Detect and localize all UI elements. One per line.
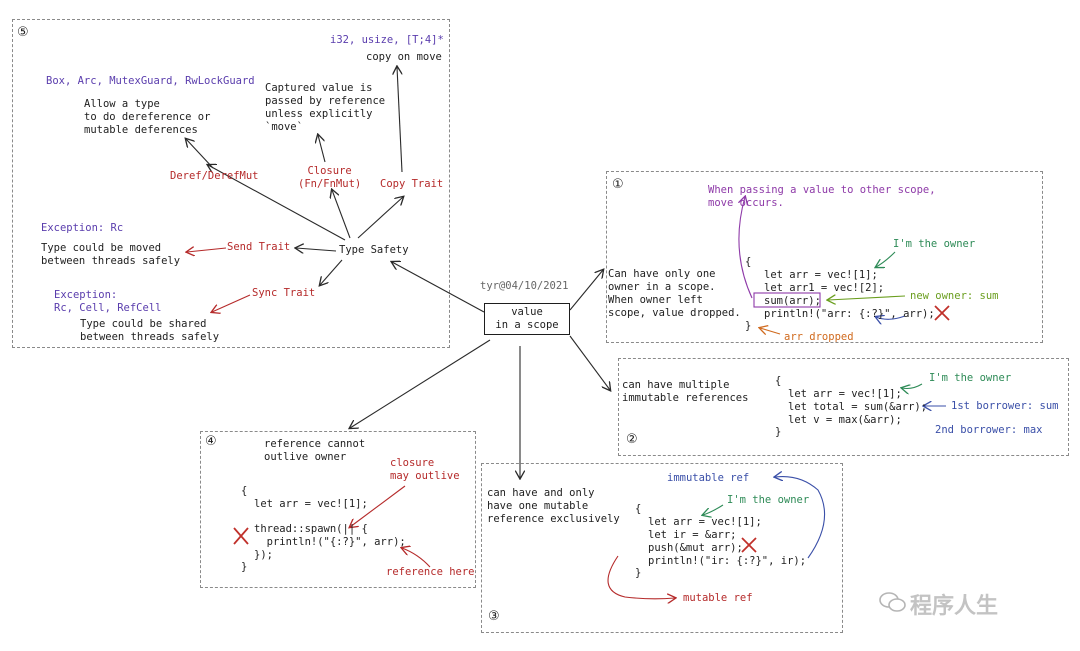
code4-line1: let arr = vec![1]; bbox=[254, 498, 368, 510]
borrower-1: 1st borrower: sum bbox=[951, 400, 1059, 412]
arrow-to-lifetime bbox=[350, 339, 491, 428]
type-safety: Type Safety bbox=[339, 244, 409, 256]
code4-line4: }); bbox=[254, 549, 273, 561]
move-note: When passing a value to other scope, mov… bbox=[708, 184, 936, 209]
code1-line2: let arr1 = vec![2]; bbox=[764, 282, 885, 294]
panel-number-1: ① bbox=[612, 177, 624, 192]
code2-line1: let arr = vec![1]; bbox=[788, 388, 902, 400]
borrower-2: 2nd borrower: max bbox=[935, 424, 1043, 436]
mutable-desc: can have and only have one mutable refer… bbox=[487, 487, 620, 525]
copy-types: i32, usize, [T;4]* bbox=[330, 34, 444, 46]
code1-open: { bbox=[745, 256, 752, 268]
closure-trait: Closure (Fn/FnMut) bbox=[298, 165, 362, 190]
sync-desc: Type could be shared between threads saf… bbox=[80, 318, 220, 343]
arrow-to-immutable bbox=[569, 335, 610, 390]
code2-line2: let total = sum(&arr); bbox=[788, 401, 928, 413]
arrow-to-ownership bbox=[569, 270, 603, 311]
code3-line1: let arr = vec![1]; bbox=[648, 516, 762, 528]
wechat-icon bbox=[879, 592, 906, 612]
arrow-to-type-safety bbox=[392, 262, 485, 313]
code3-line2: let ir = &arr; bbox=[648, 529, 737, 541]
center-line1: value bbox=[511, 306, 543, 318]
owner-label-3: I'm the owner bbox=[727, 494, 810, 506]
send-trait: Send Trait bbox=[227, 241, 291, 253]
author-date: tyr@04/10/2021 bbox=[480, 280, 569, 292]
panel-ownership bbox=[606, 171, 1043, 343]
center-node: value in a scope bbox=[484, 303, 570, 335]
mutable-ref-label: mutable ref bbox=[683, 592, 753, 604]
watermark-text: 程序人生 bbox=[910, 594, 999, 619]
ownership-desc: Can have only one owner in a scope. When… bbox=[608, 268, 741, 319]
immutable-desc: can have multiple immutable references bbox=[622, 379, 749, 404]
closure-outlive-note: closure may outlive bbox=[390, 457, 460, 482]
panel-mutable-ref bbox=[481, 463, 843, 633]
owner-label-2: I'm the owner bbox=[929, 372, 1012, 384]
code1-line3: sum(arr); bbox=[764, 295, 821, 307]
deref-desc: Allow a type to do dereference or mutabl… bbox=[84, 98, 211, 136]
code1-close: } bbox=[745, 320, 752, 332]
exception-sync: Exception: Rc, Cell, RefCell bbox=[54, 289, 162, 314]
closure-desc: Captured value is passed by reference un… bbox=[265, 82, 386, 133]
code4-line3: println!("{:?}", arr); bbox=[254, 536, 406, 548]
center-line2: in a scope bbox=[495, 319, 559, 331]
owner-label-1: I'm the owner bbox=[893, 238, 976, 250]
panel-immutable-refs bbox=[618, 358, 1069, 456]
copy-on-move: copy on move bbox=[366, 51, 442, 63]
copy-trait: Copy Trait bbox=[380, 178, 444, 190]
code1-line1: let arr = vec![1]; bbox=[764, 269, 878, 281]
code2-open: { bbox=[775, 375, 782, 387]
panel-number-2: ② bbox=[626, 432, 638, 447]
lifetime-title: reference cannot outlive owner bbox=[264, 438, 366, 463]
panel-number-4: ④ bbox=[205, 434, 217, 449]
deref-trait: Deref/DerefMut bbox=[170, 170, 259, 182]
send-desc: Type could be moved between threads safe… bbox=[41, 242, 181, 267]
code4-open: { bbox=[241, 485, 248, 497]
code2-line3: let v = max(&arr); bbox=[788, 414, 902, 426]
panel-lifetime bbox=[200, 431, 476, 588]
code4-close: } bbox=[241, 561, 248, 573]
code3-line3: push(&mut arr); bbox=[648, 542, 743, 554]
code3-line4: println!("ir: {:?}", ir); bbox=[648, 555, 807, 567]
immutable-ref-label: immutable ref bbox=[667, 472, 750, 484]
deref-types: Box, Arc, MutexGuard, RwLockGuard bbox=[46, 75, 255, 87]
code3-open: { bbox=[635, 503, 642, 515]
code4-line2: thread::spawn(|| { bbox=[254, 523, 368, 535]
panel-number-5: ⑤ bbox=[17, 25, 29, 40]
reference-here: reference here bbox=[386, 566, 475, 578]
code3-close: } bbox=[635, 567, 642, 579]
new-owner: new owner: sum bbox=[910, 290, 999, 302]
sync-trait: Sync Trait bbox=[252, 287, 316, 299]
arr-dropped: arr dropped bbox=[784, 331, 854, 343]
panel-number-3: ③ bbox=[488, 609, 500, 624]
code1-line4: println!("arr: {:?}", arr); bbox=[764, 308, 935, 320]
exception-rc: Exception: Rc bbox=[41, 222, 124, 234]
panel-type-safety bbox=[12, 19, 450, 348]
code2-close: } bbox=[775, 426, 782, 438]
